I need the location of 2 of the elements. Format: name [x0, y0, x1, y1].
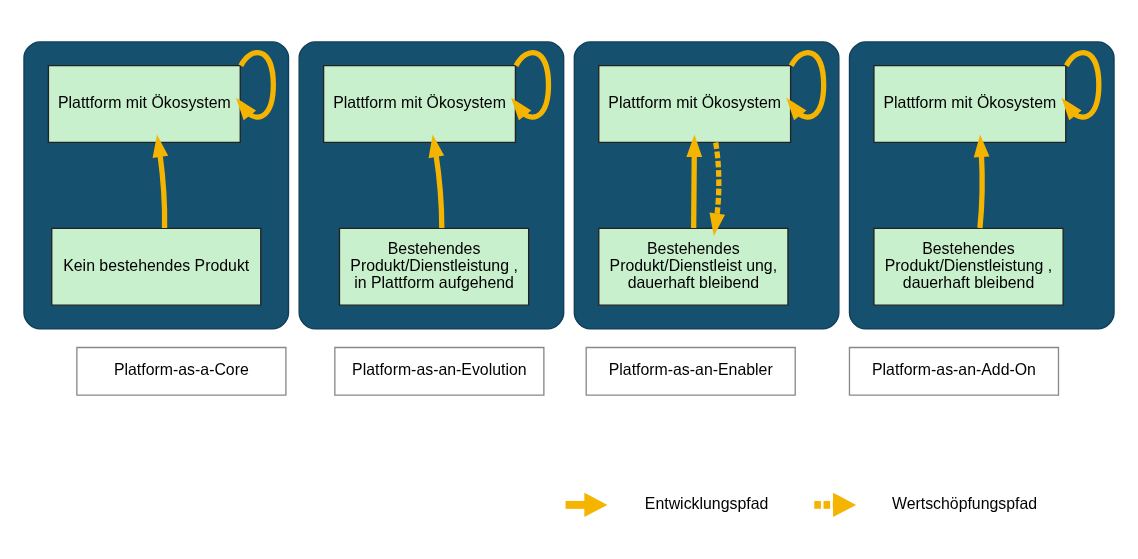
legend-label: Wertschöpfungspfad: [891, 494, 1038, 512]
legend-label: Entwicklungspfad: [644, 494, 769, 512]
